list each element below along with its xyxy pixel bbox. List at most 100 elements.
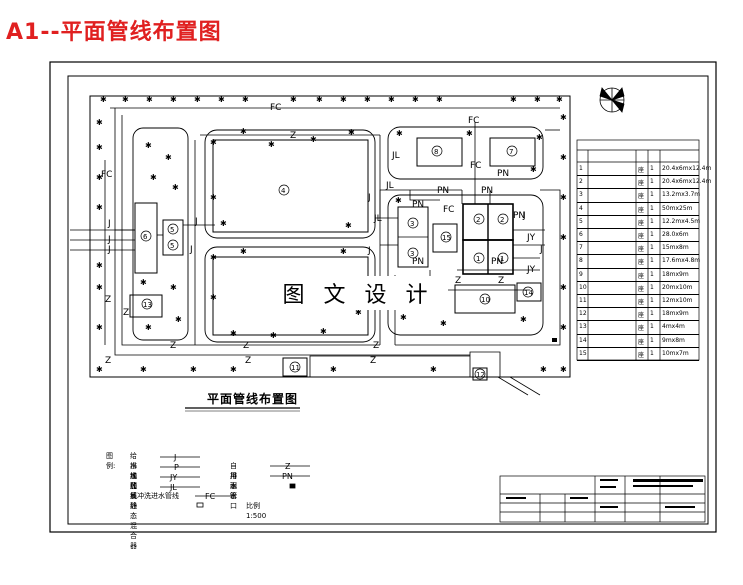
table-cell-no: 9 [579,270,583,278]
table-cell-no: 2 [579,178,583,186]
svg-text:J: J [367,193,371,203]
svg-text:✱: ✱ [270,331,277,340]
svg-text:Z: Z [455,276,461,286]
svg-text:✱: ✱ [430,365,437,374]
svg-text:✱: ✱ [210,193,217,202]
svg-text:Z: Z [370,356,376,366]
table-cell-unit: 座 [638,299,645,306]
svg-text:✱: ✱ [175,315,182,324]
table-cell-no: 1 [579,165,583,172]
table-cell-spec: 20mx10m [662,283,693,291]
table-cell-qty: 1 [650,191,654,199]
table-cell-unit: 座 [638,219,645,227]
svg-text:✱: ✱ [348,128,355,137]
table-cell-qty: 1 [650,283,654,291]
svg-text:✱: ✱ [100,95,107,104]
svg-text:1: 1 [500,255,504,263]
svg-text:J: J [107,235,111,245]
table-cell-spec: 4mx4m [662,323,685,331]
unit-10 [454,284,516,314]
svg-text:✱: ✱ [122,95,129,104]
svg-text:15: 15 [442,234,451,242]
svg-text:Z: Z [105,356,111,366]
svg-text:JL: JL [169,483,177,492]
svg-text:✱: ✱ [345,221,352,230]
svg-text:✱: ✱ [230,365,237,374]
table-cell-no: 5 [579,217,583,225]
svg-text:FC: FC [205,492,216,501]
svg-text:✱: ✱ [560,283,567,292]
table-cell-qty: 1 [650,178,654,186]
svg-text:PN: PN [282,472,293,481]
svg-text:J: J [189,245,193,255]
table-cell-unit: 座 [638,180,645,188]
svg-text:✱: ✱ [172,183,179,192]
table-cell-unit: 座 [638,285,645,293]
table-cell-qty: 1 [650,257,654,265]
svg-text:✱: ✱ [412,95,419,104]
svg-text:3: 3 [410,220,414,228]
svg-text:✱: ✱ [145,323,152,332]
svg-text:✱: ✱ [540,365,547,374]
svg-text:PN: PN [497,169,509,179]
legend-item: 排泥管 [230,472,237,500]
svg-text:FC: FC [470,161,481,171]
svg-text:✱: ✱ [218,95,225,104]
svg-text:✱: ✱ [534,95,541,104]
svg-text:✱: ✱ [150,173,157,182]
svg-text:✱: ✱ [96,283,103,292]
svg-text:PN: PN [437,186,449,196]
unit-11 [282,357,308,377]
svg-text:Z: Z [373,341,379,351]
legend-item: 加药线 [130,472,137,500]
svg-text:JL: JL [391,151,400,161]
table-cell-unit: 座 [638,259,645,267]
svg-text:JY: JY [526,233,536,243]
unit-13 [129,294,163,318]
table-cell-spec: 18mx9m [662,310,689,318]
table-cell-qty: 1 [650,244,654,252]
svg-text:J: J [539,245,543,255]
svg-text:✱: ✱ [194,95,201,104]
table-cell-unit: 座 [638,338,645,346]
svg-text:PN: PN [491,257,503,267]
svg-text:✱: ✱ [96,323,103,332]
svg-text:Z: Z [105,295,111,305]
site-boundary [89,95,571,378]
table-cell-unit: 座 [638,233,645,240]
svg-text:✱: ✱ [146,95,153,104]
table-cell-spec: 50mx25m [662,204,693,212]
svg-text:FC: FC [270,103,281,113]
svg-text:13: 13 [143,301,152,309]
table-cell-unit: 座 [638,272,645,280]
legend-item: 雨水口 [230,482,237,510]
svg-text:PN: PN [513,211,525,221]
unit-12 [472,367,488,381]
svg-text:✱: ✱ [364,95,371,104]
table-cell-unit: 座 [638,312,645,320]
svg-text:✱: ✱ [96,143,103,152]
svg-text:✱: ✱ [330,365,337,374]
svg-text:✱: ✱ [560,113,567,122]
svg-text:1: 1 [476,255,480,263]
unit-7 [489,137,536,167]
table-cell-no: 7 [579,244,583,252]
svg-text:Z: Z [498,276,504,286]
table-cell-qty: 1 [650,204,654,212]
svg-text:✱: ✱ [396,129,403,138]
svg-text:✱: ✱ [560,323,567,332]
svg-text:✱: ✱ [240,127,247,136]
svg-text:✱: ✱ [230,329,237,338]
svg-text:10: 10 [481,296,490,304]
svg-text:FC: FC [101,170,112,180]
legend-item: 给水线 [130,452,137,480]
table-cell-qty: 1 [650,336,654,344]
table-cell-no: 14 [579,336,587,344]
svg-text:P: P [174,463,179,472]
svg-text:✱: ✱ [210,138,217,147]
